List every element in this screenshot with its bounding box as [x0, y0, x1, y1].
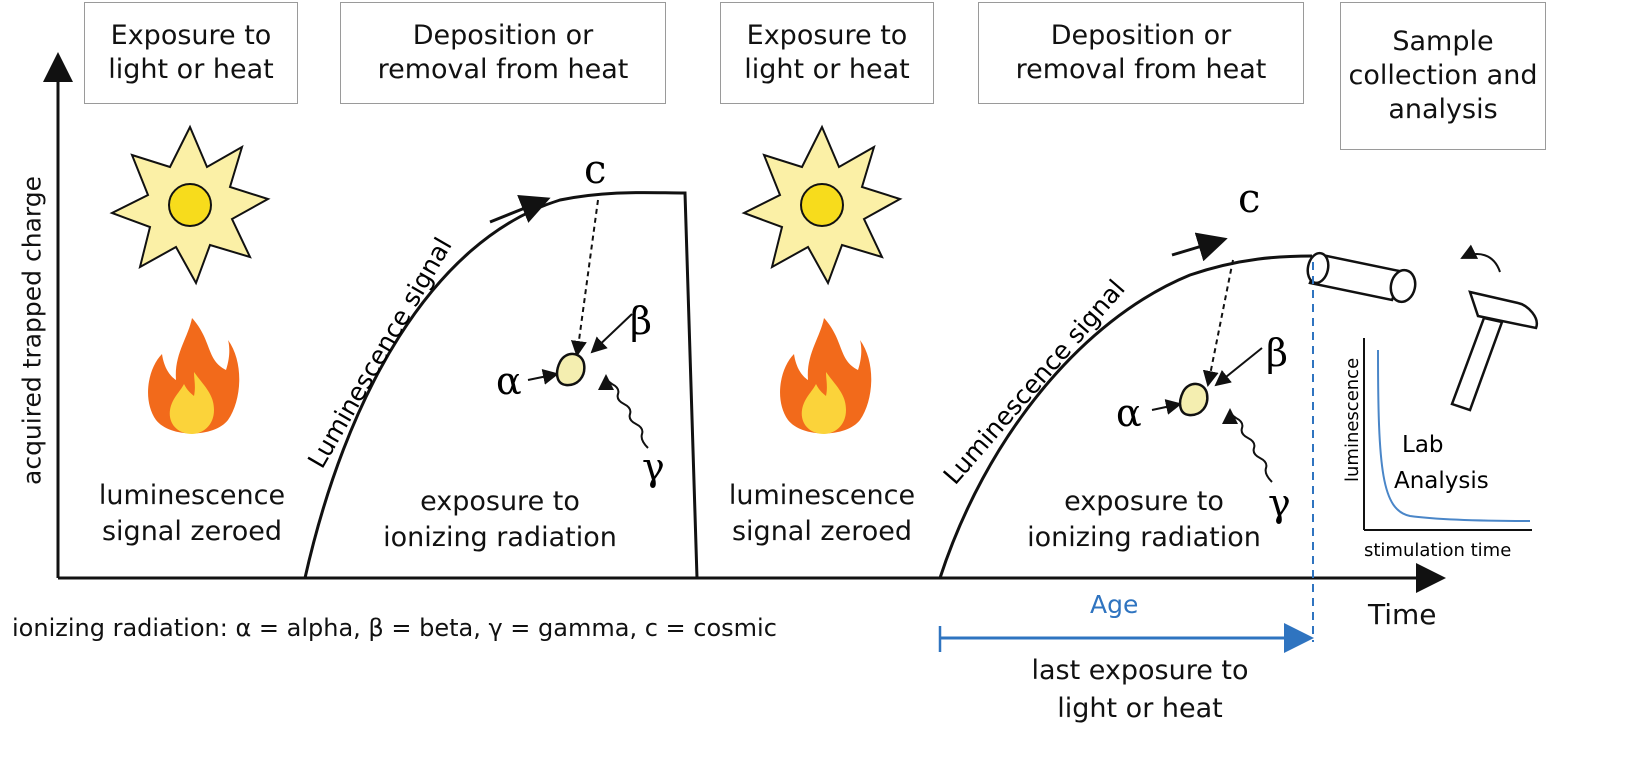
- age-label: Age: [1090, 590, 1139, 619]
- stage-label: light or heat: [108, 54, 274, 85]
- lab-y-label: luminescence: [1342, 358, 1363, 482]
- gamma-symbol: γ: [642, 445, 665, 489]
- cosmic-symbol: c: [584, 147, 606, 193]
- lab-plot: luminescence stimulation time Lab Analys…: [1342, 338, 1532, 561]
- stage-label: Deposition or: [412, 20, 594, 51]
- exposure-line: ionizing radiation: [1027, 522, 1261, 553]
- mineral-grain-icon: [555, 352, 586, 387]
- exposure-line: exposure to: [1064, 486, 1224, 517]
- stage-label: light or heat: [744, 54, 910, 85]
- alpha-arrow: [527, 369, 559, 385]
- exposure-label: exposure to ionizing radiation: [994, 484, 1294, 556]
- hammer-icon: [1450, 290, 1539, 412]
- y-axis-label: acquired trapped charge: [17, 176, 47, 485]
- flame-icon: [780, 318, 872, 434]
- sun-icon: [109, 124, 271, 286]
- exposure-line: ionizing radiation: [383, 522, 617, 553]
- lab-x-label: stimulation time: [1364, 540, 1511, 561]
- exposure-label: exposure to ionizing radiation: [350, 484, 650, 556]
- zeroed-line: luminescence: [98, 480, 286, 511]
- stage-label: Deposition or: [1050, 20, 1232, 51]
- lab-title: Analysis: [1394, 468, 1489, 494]
- sun-icon: [741, 124, 903, 286]
- signal-curve-1: [303, 191, 699, 579]
- beta-arrow: [590, 313, 633, 354]
- gamma-wave: [1222, 408, 1273, 483]
- radiation-group-1: [527, 199, 649, 449]
- alpha-symbol: α: [1116, 391, 1142, 435]
- zeroed-label: luminescence signal zeroed: [702, 478, 942, 550]
- beta-symbol: β: [630, 299, 652, 343]
- swing-arrow-icon: [1460, 244, 1501, 273]
- stage-label: Exposure to: [110, 20, 272, 51]
- mineral-grain-icon: [1178, 382, 1209, 417]
- gamma-wave: [598, 374, 649, 449]
- stage-label: Sample: [1392, 26, 1494, 57]
- lab-title: Lab: [1402, 432, 1444, 458]
- beta-arrow: [1214, 347, 1263, 387]
- signal-arrow-2: [1171, 232, 1228, 262]
- beta-symbol: β: [1266, 331, 1288, 375]
- zeroed-line: luminescence: [728, 480, 916, 511]
- x-axis-label: Time: [1368, 598, 1437, 631]
- stage-label: collection and: [1348, 60, 1538, 91]
- stage-label: analysis: [1388, 94, 1498, 125]
- alpha-symbol: α: [496, 359, 522, 403]
- zeroed-line: signal zeroed: [731, 516, 912, 547]
- cosmic-ray-arrow: [570, 199, 599, 357]
- stage-label: Exposure to: [746, 20, 908, 51]
- zeroed-line: signal zeroed: [101, 516, 282, 547]
- stage-label: removal from heat: [1015, 54, 1267, 85]
- zeroed-label: luminescence signal zeroed: [72, 478, 312, 550]
- signal-label: Luminescence signal: [302, 233, 458, 473]
- age-explanation: last exposure to light or heat: [990, 652, 1290, 728]
- gamma-symbol: γ: [1268, 481, 1291, 525]
- cosmic-symbol: c: [1238, 176, 1260, 222]
- sample-tube-icon: [1306, 251, 1417, 304]
- signal-curve-2: [938, 254, 1313, 579]
- cosmic-ray-arrow: [1202, 259, 1234, 387]
- radiation-group-2: [1151, 259, 1273, 483]
- signal-label: Luminescence signal: [938, 274, 1131, 490]
- alpha-arrow: [1151, 399, 1182, 415]
- age-explanation-line: light or heat: [1057, 693, 1223, 724]
- flame-icon: [148, 318, 240, 434]
- exposure-line: exposure to: [420, 486, 580, 517]
- radiation-legend: ionizing radiation: α = alpha, β = beta,…: [12, 614, 777, 642]
- lab-decay-curve: [1377, 349, 1531, 522]
- age-explanation-line: last exposure to: [1031, 655, 1249, 686]
- stage-label: removal from heat: [377, 54, 629, 85]
- signal-arrow-1: [489, 194, 551, 224]
